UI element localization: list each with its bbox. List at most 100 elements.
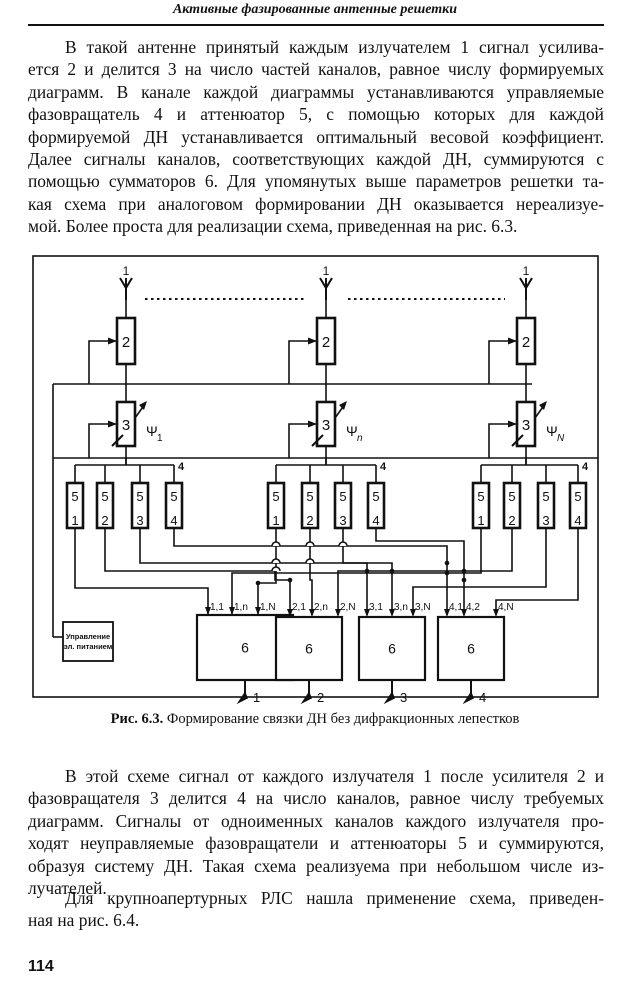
wire <box>139 528 368 615</box>
wire <box>309 528 313 615</box>
input-label: 4,N <box>498 602 514 613</box>
text-line: фазовращатель 4 и аттенюатор 5, с помощь… <box>28 104 604 125</box>
input-label: 2,N <box>340 602 356 613</box>
channel-number: 1 <box>477 513 484 528</box>
amplifier-label: 2 <box>522 334 530 351</box>
control-feed <box>488 423 517 458</box>
text-line: мой. Более проста для реализации схема, … <box>28 216 518 237</box>
text-line: Для крупноапертурных РЛС нашла применени… <box>65 888 604 908</box>
psi-subscript: N <box>557 433 565 444</box>
psi-label: Ψ <box>146 423 158 439</box>
control-block-label: эл. питанием <box>64 642 113 651</box>
text-line: диаграмм. В канале каждой диаграммы уста… <box>28 81 604 102</box>
control-feed <box>88 423 117 458</box>
antenna-label: 1 <box>123 264 130 278</box>
antenna-icon <box>119 277 133 300</box>
attenuator-label: 5 <box>170 489 177 504</box>
control-power-block <box>62 621 114 662</box>
input-label: 1,N <box>260 602 276 613</box>
text-line: ная на рис. 6.4. <box>28 910 140 931</box>
wire-crossover <box>271 541 281 547</box>
attenuator-label: 5 <box>101 489 108 504</box>
junction-dot <box>461 568 467 574</box>
output-label: 3 <box>400 690 407 705</box>
input-label: 2,1 <box>292 602 306 613</box>
arrow-icon <box>308 420 317 428</box>
wire-crossover <box>305 541 315 547</box>
arrow-icon <box>108 420 117 428</box>
input-label: 1,n <box>234 602 248 613</box>
junction-dot <box>287 577 293 583</box>
text-line: диаграмм. Сигналы от одноименных каналов… <box>28 810 604 831</box>
junction-dot <box>444 570 450 576</box>
junction-dot <box>364 568 370 574</box>
junction-dot <box>255 580 261 586</box>
attenuator-label: 5 <box>477 489 484 504</box>
attenuator-label: 5 <box>542 489 549 504</box>
channel-number: 3 <box>136 513 143 528</box>
junction-dot <box>461 577 467 583</box>
text-line: образуя систему ДН. Такая схема реализуе… <box>28 855 604 876</box>
wire <box>412 528 547 615</box>
phase-shifter-label: 3 <box>522 417 530 434</box>
output-arrow-icon <box>383 691 396 705</box>
junction-dot <box>444 560 450 566</box>
input-label: 3,n <box>394 602 408 613</box>
wire <box>74 528 209 615</box>
channel-number: 3 <box>339 513 346 528</box>
attenuator-label: 5 <box>306 489 313 504</box>
wire <box>495 528 579 615</box>
phase-shifter-label: 3 <box>122 417 130 434</box>
channel-number: 4 <box>372 513 379 528</box>
channel-number: 1 <box>272 513 279 528</box>
output-arrow-icon <box>300 691 313 705</box>
adjust-arrow-icon <box>539 401 547 410</box>
control-feed <box>88 340 117 384</box>
channel-number: 4 <box>170 513 177 528</box>
running-head: Активные фазированные антенные решетки <box>172 2 458 17</box>
input-label: 1,1 <box>210 602 224 613</box>
input-label: 3,N <box>415 602 431 613</box>
attenuator-label: 5 <box>508 489 515 504</box>
attenuator-label: 5 <box>136 489 143 504</box>
wire <box>104 528 291 615</box>
control-feed <box>288 340 317 384</box>
attenuator-label: 5 <box>372 489 379 504</box>
channel-number: 2 <box>101 513 108 528</box>
text-line: ходят неуправляемые фазовращатели и атте… <box>28 833 604 854</box>
wire <box>231 528 482 615</box>
antenna-label: 1 <box>523 264 530 278</box>
control-block-label: Управление <box>66 632 110 641</box>
attenuator-label: 5 <box>71 489 78 504</box>
divider-label: 4 <box>582 461 589 473</box>
psi-label: Ψ <box>546 423 558 439</box>
summator-label: 6 <box>388 641 396 657</box>
antenna-icon <box>519 277 533 300</box>
phase-shifter-label: 3 <box>322 417 330 434</box>
output-label: 4 <box>479 690 486 705</box>
wire-crossover <box>338 541 348 547</box>
channel-number: 4 <box>574 513 581 528</box>
input-label: 4,1 <box>449 602 463 613</box>
paragraph-2: В этой схеме сигнал от каждого излучател… <box>28 765 604 899</box>
input-label: 3,1 <box>369 602 383 613</box>
antenna-label: 1 <box>323 264 330 278</box>
attenuator-label: 5 <box>574 489 581 504</box>
wire <box>337 528 513 615</box>
summator-label: 6 <box>305 641 313 657</box>
page-number: 114 <box>28 958 54 975</box>
text-line: лучателей. <box>28 878 107 899</box>
amplifier-label: 2 <box>122 334 130 351</box>
adjust-slash <box>511 434 524 447</box>
psi-label: Ψ <box>346 423 358 439</box>
wire <box>257 528 277 615</box>
psi-subscript: n <box>357 433 363 444</box>
figure-caption: Рис. 6.3. Формирование связки ДН без диф… <box>0 711 630 728</box>
attenuator-label: 5 <box>272 489 279 504</box>
summator-label: 6 <box>241 640 249 656</box>
divider-label: 4 <box>178 461 185 473</box>
text-line: фазовращателя 3 делится 4 на число канал… <box>28 788 604 809</box>
channel-number: 2 <box>508 513 515 528</box>
summator-label: 6 <box>467 641 475 657</box>
